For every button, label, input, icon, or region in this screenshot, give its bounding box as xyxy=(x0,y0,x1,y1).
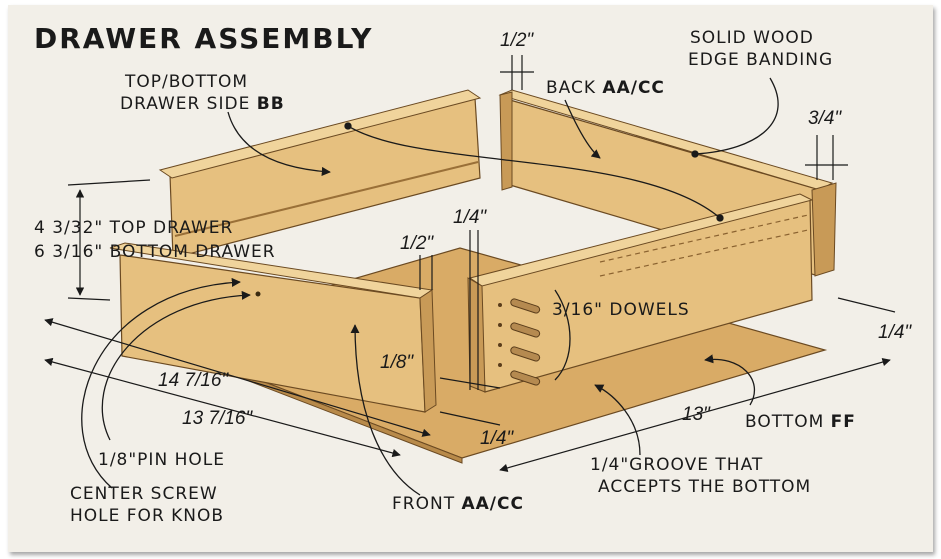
ext-height-bottom xyxy=(67,297,111,301)
dowel-holes xyxy=(498,303,502,367)
dowel-hole xyxy=(498,303,502,307)
back-edge-banding xyxy=(811,182,837,277)
dim-quarter-right: 1/4" xyxy=(878,322,912,343)
label-bottom: BOTTOM FF xyxy=(745,412,856,432)
dowel xyxy=(510,298,541,314)
label-banding-line2: EDGE BANDING xyxy=(688,50,834,70)
label-front: FRONT AA/CC xyxy=(392,494,524,514)
dowel-hole xyxy=(498,343,502,347)
label-side-line2: DRAWER SIDE BB xyxy=(120,94,285,114)
label-side-line1: TOP/BOTTOM xyxy=(125,72,249,92)
dim-width-outer: 14 7/16" xyxy=(158,370,229,391)
side-back-left-top xyxy=(158,89,482,179)
label-height-top: 4 3/32" TOP DRAWER xyxy=(34,218,234,238)
dim-quarter-mid: 1/4" xyxy=(453,207,487,228)
dim-depth: 13" xyxy=(682,404,710,425)
back-left-banding xyxy=(499,91,513,191)
label-groove-line1: 1/4"GROOVE THAT xyxy=(590,455,764,475)
leader-back xyxy=(564,99,601,159)
side-right-end xyxy=(467,277,486,393)
dim-half-top: 1/2" xyxy=(500,30,534,51)
label-height-bottom: 6 3/16" BOTTOM DRAWER xyxy=(34,242,276,262)
label-groove-line2: ACCEPTS THE BOTTOM xyxy=(598,477,812,497)
dowel-hole xyxy=(498,363,502,367)
dim-width-inner: 13 7/16" xyxy=(182,408,253,429)
label-pin-hole: 1/8"PIN HOLE xyxy=(98,450,225,470)
side-back-left-groove xyxy=(174,161,479,237)
dim-three-quarter: 3/4" xyxy=(808,108,842,129)
label-screw-line1: CENTER SCREW xyxy=(70,484,218,504)
dim-half-mid: 1/2" xyxy=(400,233,434,254)
leader-dot xyxy=(716,214,724,222)
dim-quarter-right xyxy=(837,297,896,313)
dim-depth xyxy=(499,358,891,472)
leader-side-dot xyxy=(347,125,721,219)
dim-eighth xyxy=(439,377,501,389)
leader-dot xyxy=(344,122,352,130)
label-dowels: 3/16" DOWELS xyxy=(552,300,690,320)
label-banding-line1: SOLID WOOD xyxy=(690,28,814,48)
dim-eighth: 1/8" xyxy=(380,352,414,373)
leader-banding xyxy=(694,77,779,155)
leader-dot xyxy=(691,150,699,158)
label-screw-line2: HOLE FOR KNOB xyxy=(70,506,225,526)
dim-width-inner xyxy=(44,357,401,458)
dim-quarter-front xyxy=(439,411,501,426)
label-back: BACK AA/CC xyxy=(546,78,665,98)
dowel-hole xyxy=(498,323,502,327)
leader-side xyxy=(227,111,331,176)
dimension-lines xyxy=(44,55,896,472)
ext-height-top xyxy=(67,179,151,186)
back-panel-top xyxy=(498,89,834,191)
dowel xyxy=(510,322,541,338)
pin-hole-mark xyxy=(255,291,261,297)
dim-quarter-front: 1/4" xyxy=(480,428,514,449)
diagram-title: DRAWER ASSEMBLY xyxy=(34,22,374,55)
